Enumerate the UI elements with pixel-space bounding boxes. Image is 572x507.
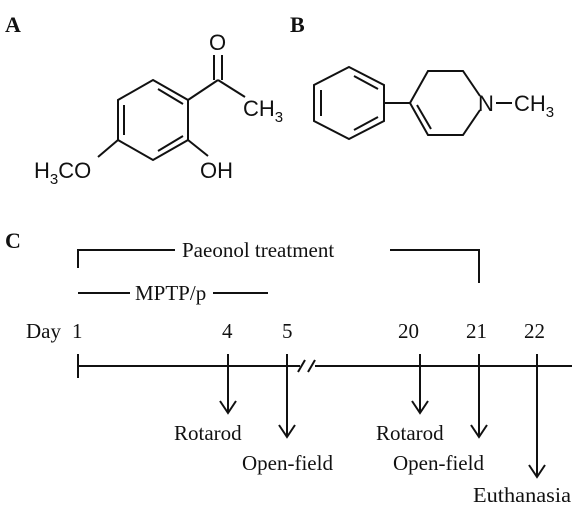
- aromatic-bond: [157, 88, 184, 105]
- arrow-day-21: [470, 378, 488, 439]
- arrow-day-20: [411, 378, 429, 415]
- day-5-label: 5: [282, 319, 293, 343]
- panel-label-a: A: [5, 12, 21, 37]
- event-rotarod-day-4: Rotarod: [174, 421, 242, 445]
- bond-carbonyl-c: [187, 79, 219, 101]
- tetrahydropyridine-lower: [409, 102, 481, 136]
- mptp-label: MPTP/p: [135, 281, 206, 305]
- axis-break-mark: [297, 359, 306, 373]
- atom-o: O: [209, 30, 226, 55]
- ch3-subscript: 3: [275, 109, 283, 126]
- day-4-label: 4: [222, 319, 233, 343]
- atom-oh: OH: [200, 158, 233, 183]
- timeline: Paeonol treatment MPTP/p Day 1 4 5 20 21…: [26, 238, 572, 507]
- atom-n: N: [478, 91, 494, 116]
- event-euthanasia-day-22: Euthanasia: [473, 483, 572, 507]
- aromatic-bond: [353, 75, 379, 90]
- event-open-field-day-5: Open-field: [242, 451, 333, 475]
- methoxy-label: H3CO: [34, 158, 91, 188]
- axis-break-mark: [307, 359, 316, 373]
- h3co-subscript: 3: [50, 171, 58, 188]
- tetrahydropyridine-upper: [409, 70, 481, 104]
- ring-double-bond: [416, 104, 432, 130]
- structure-b-mptp: N CH3: [313, 65, 554, 141]
- methyl-label-b: CH3: [514, 91, 554, 121]
- bond-hydroxyl: [187, 139, 209, 157]
- structure-a-paeonol: O CH3 OH H3CO: [34, 30, 283, 188]
- day-22-label: 22: [524, 319, 545, 343]
- aromatic-bond: [157, 135, 184, 152]
- bond-methyl: [217, 79, 246, 98]
- day-label: Day: [26, 319, 61, 343]
- ch3-text: CH: [243, 96, 275, 121]
- arrow-day-5: [278, 378, 296, 439]
- ch3-text: CH: [514, 91, 546, 116]
- benzene-ring-a: [117, 78, 189, 162]
- treatment-bracket-right: [390, 249, 480, 283]
- aromatic-bond: [353, 116, 379, 131]
- event-rotarod-day-20: Rotarod: [376, 421, 444, 445]
- h3co-co: CO: [58, 158, 91, 183]
- arrow-day-4: [219, 378, 237, 415]
- day-1-label: 1: [72, 319, 83, 343]
- event-open-field-day-21: Open-field: [393, 451, 484, 475]
- h3co-h: H: [34, 158, 50, 183]
- methyl-label-a: CH3: [243, 96, 283, 126]
- day-20-label: 20: [398, 319, 419, 343]
- treatment-label: Paeonol treatment: [182, 238, 334, 262]
- phenyl-ring: [313, 65, 385, 141]
- treatment-bracket-left: [77, 249, 175, 268]
- panel-label-c: C: [5, 228, 21, 253]
- panel-label-b: B: [290, 12, 305, 37]
- ch3-subscript: 3: [546, 104, 554, 121]
- arrow-day-22: [528, 378, 546, 479]
- bond-methoxy: [97, 139, 119, 158]
- day-21-label: 21: [466, 319, 487, 343]
